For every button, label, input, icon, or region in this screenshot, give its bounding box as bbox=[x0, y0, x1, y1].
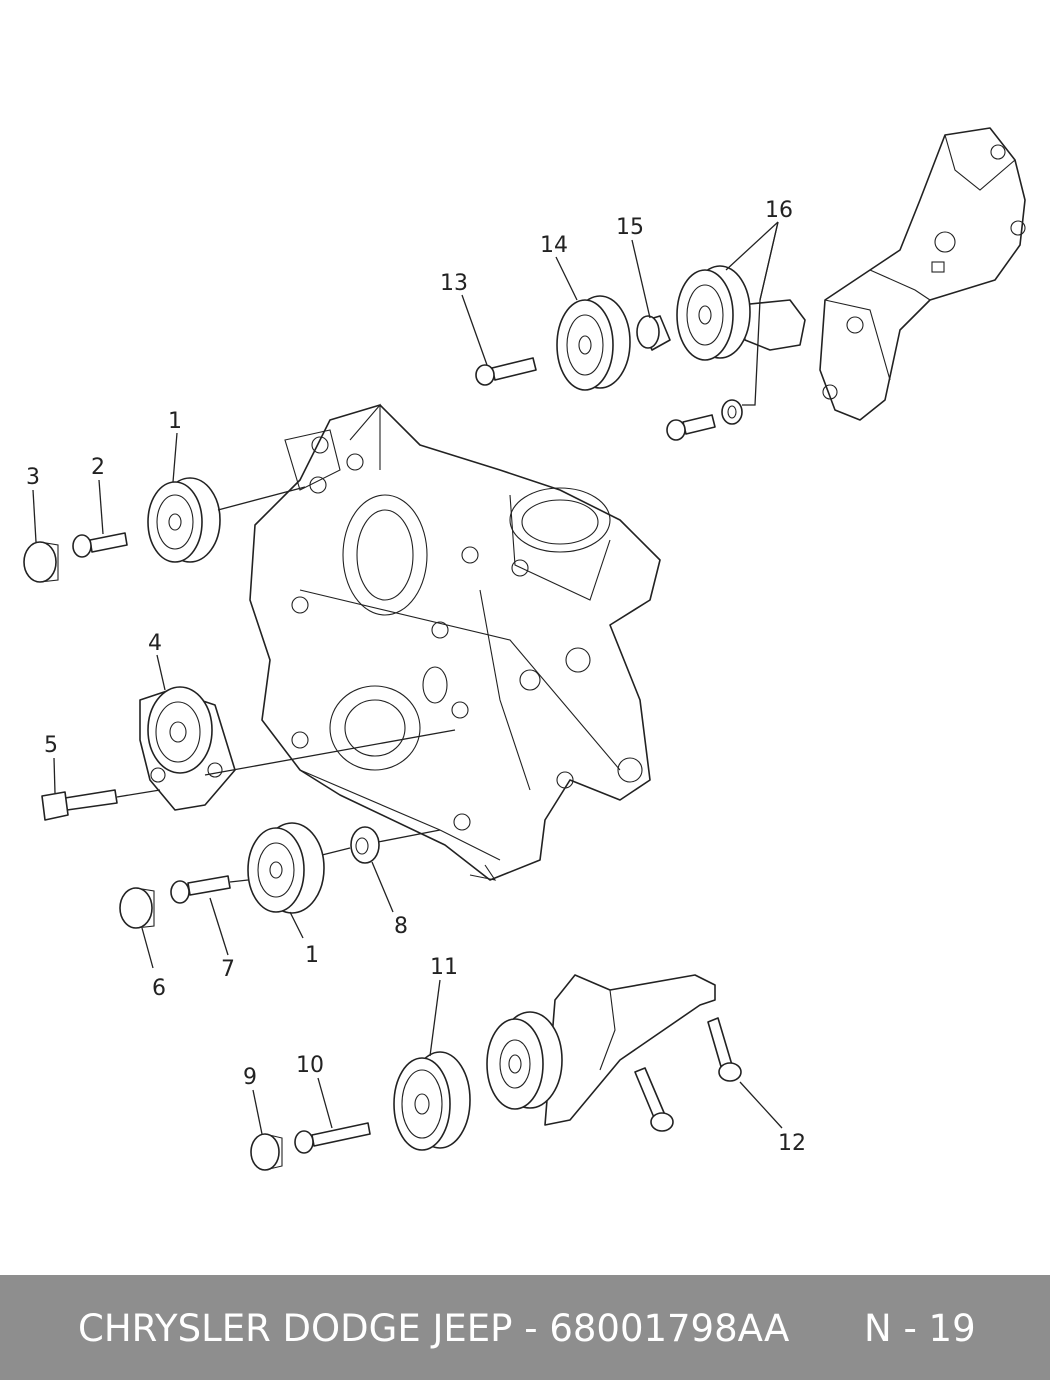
footer-bar: CHRYSLER DODGE JEEP - 68001798AA N - 19 bbox=[0, 1275, 1050, 1380]
mounting-bracket bbox=[819, 127, 1026, 421]
callout-14: 14 bbox=[540, 233, 568, 258]
cap-9 bbox=[250, 1133, 283, 1171]
washer-16 bbox=[721, 399, 743, 425]
callout-6: 6 bbox=[152, 976, 166, 1001]
parts-diagram: 1 2 3 4 5 6 7 1 8 9 10 11 12 13 14 15 16 bbox=[23, 127, 1026, 1171]
diagram-page-ref: N - 19 bbox=[864, 1307, 976, 1350]
callout-2: 2 bbox=[91, 455, 105, 480]
callout-7: 7 bbox=[221, 957, 235, 982]
belt-tensioner bbox=[139, 686, 236, 811]
hex-bolt-5 bbox=[41, 789, 118, 821]
pulley-16 bbox=[676, 265, 806, 361]
callout-15: 15 bbox=[616, 215, 644, 240]
bolt-7 bbox=[170, 875, 231, 904]
callout-1-lower: 1 bbox=[305, 943, 319, 968]
bolt-16 bbox=[666, 414, 716, 441]
bolt-2 bbox=[72, 532, 128, 558]
callout-5: 5 bbox=[44, 733, 58, 758]
tensioner-arm-assembly bbox=[486, 974, 716, 1126]
dust-cap-6 bbox=[119, 887, 155, 929]
callout-1-upper: 1 bbox=[168, 409, 182, 434]
spacer-8 bbox=[350, 826, 380, 864]
bolt-13 bbox=[475, 357, 537, 386]
callout-11: 11 bbox=[430, 955, 458, 980]
bolt-12b bbox=[707, 1017, 742, 1082]
callout-4: 4 bbox=[148, 631, 162, 656]
bolt-10 bbox=[294, 1122, 371, 1154]
bushing-15 bbox=[636, 315, 671, 351]
callout-3: 3 bbox=[26, 465, 40, 490]
idler-pulley-upper bbox=[147, 477, 221, 563]
callout-10: 10 bbox=[296, 1053, 324, 1078]
dust-cap-3 bbox=[23, 541, 59, 583]
callout-8: 8 bbox=[394, 914, 408, 939]
callout-13: 13 bbox=[440, 271, 468, 296]
pulley-14 bbox=[556, 295, 631, 391]
idler-pulley-lower bbox=[247, 822, 325, 914]
timing-cover bbox=[249, 403, 661, 881]
callout-12: 12 bbox=[778, 1131, 806, 1156]
pulley-11 bbox=[393, 1051, 471, 1151]
bolt-12a bbox=[634, 1067, 674, 1132]
callout-16: 16 bbox=[765, 198, 793, 223]
callout-9: 9 bbox=[243, 1065, 257, 1090]
part-number-title: CHRYSLER DODGE JEEP - 68001798AA bbox=[78, 1307, 790, 1350]
